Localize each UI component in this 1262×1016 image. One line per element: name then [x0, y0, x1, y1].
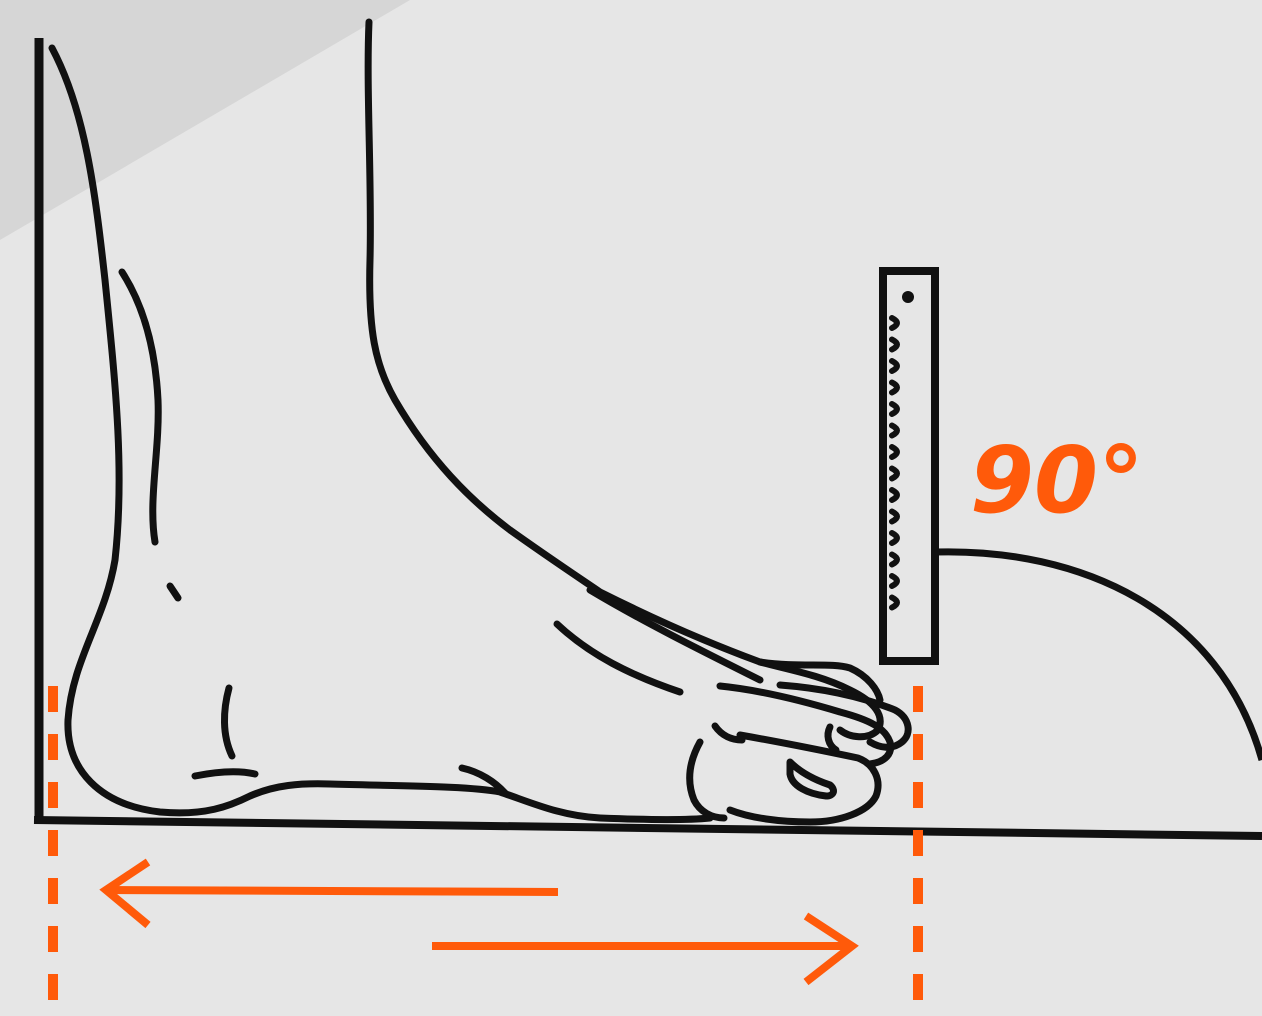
ruler-tick: [889, 508, 900, 525]
ruler-tick: [889, 530, 900, 546]
ruler-tick: [889, 594, 900, 611]
ruler-tick: [889, 444, 900, 460]
ruler-tick: [889, 465, 900, 482]
ruler-tick: [889, 487, 900, 503]
wall-shade: [0, 0, 410, 240]
ruler-tick: [889, 573, 900, 589]
floor-line: [33, 816, 1262, 840]
ruler-hole: [902, 291, 914, 303]
foot-outline: [48, 18, 912, 826]
ruler-tick: [889, 336, 900, 353]
right-arrow: [432, 912, 859, 986]
ruler-tick: [889, 551, 900, 568]
ruler-ticks: [889, 315, 900, 611]
ruler-tick: [889, 315, 900, 331]
angle-label: 90°: [970, 427, 1144, 534]
ruler-tick: [889, 401, 900, 417]
ruler-tick: [889, 358, 900, 374]
left-arrow: [99, 858, 559, 929]
ruler-tick: [889, 379, 900, 396]
right-angle-arc: [934, 548, 1262, 761]
ruler-tick: [889, 422, 900, 439]
ruler: [879, 267, 939, 665]
